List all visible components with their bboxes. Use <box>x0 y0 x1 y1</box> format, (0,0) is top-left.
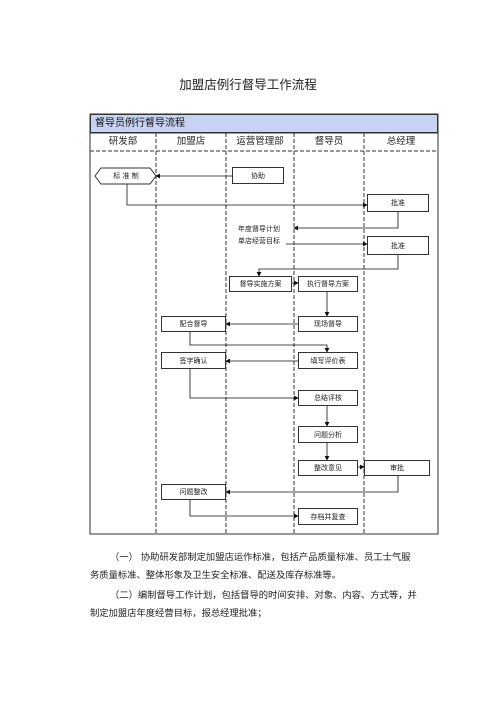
paragraph-1-line-2: 务质量标准、整体形象及卫生安全标准、配送及库存标准等。 <box>90 570 342 581</box>
node-approve-2: 批准 <box>367 236 429 255</box>
paragraph-1: （一） 协助研发部制定加盟店运作标准，包括产品质量标准、员工士气服 务质量标准、… <box>90 549 446 585</box>
lane-operations: 运营管理部 <box>236 136 284 147</box>
node-annual-plan: 年度督导计划 单店经营目标 <box>232 219 286 251</box>
node-problem-rectify: 问题整改 <box>161 484 226 500</box>
node-standard: 标 准 制 <box>113 172 139 180</box>
flowchart-lines <box>89 113 439 535</box>
node-archive: 存档并复查 <box>298 508 358 525</box>
plan-line-1: 年度督导计划 <box>238 225 280 233</box>
node-onsite: 现场督导 <box>298 316 358 332</box>
plan-line-2: 单店经营目标 <box>238 237 280 245</box>
node-sign-confirm: 签字确认 <box>161 352 226 369</box>
lane-gm: 总经理 <box>386 136 416 147</box>
node-review: 审批 <box>364 460 430 476</box>
node-implement-plan: 督导实施方案 <box>229 276 292 292</box>
document-title: 加盟店例行督导工作流程 <box>179 77 317 92</box>
node-approve-1: 批准 <box>367 194 429 212</box>
node-execute-plan: 执行督导方案 <box>298 276 358 292</box>
paragraph-1-line-1: （一） 协助研发部制定加盟店运作标准，包括产品质量标准、员工士气服 <box>110 552 411 563</box>
node-assist: 协助 <box>232 167 284 184</box>
node-fill-form: 填写评价表 <box>298 352 358 369</box>
paragraph-2: （二）编制督导工作计划，包括督导的时间安排、对象、内容、方式等，并 制定加盟店年… <box>90 587 446 623</box>
lane-franchise: 加盟店 <box>176 136 206 147</box>
flowchart-header: 督导员例行督导流程 <box>90 114 438 133</box>
node-rectify-opinion: 整改意见 <box>298 460 358 476</box>
lane-supervisor: 督导员 <box>314 136 344 147</box>
standard-shape <box>94 167 157 185</box>
node-summary: 总结评核 <box>298 390 358 406</box>
paragraph-2-line-1: （二）编制督导工作计划，包括督导的时间安排、对象、内容、方式等，并 <box>110 590 417 601</box>
node-problem-analysis: 问题分析 <box>298 426 358 443</box>
flowchart: 督导员例行督导流程 研发部 加盟店 运营管理部 督导员 总经理 标 准 制 协助… <box>89 113 439 535</box>
node-cooperate: 配合督导 <box>161 316 226 332</box>
lane-rd: 研发部 <box>108 136 138 147</box>
paragraph-2-line-2: 制定加盟店年度经营目标，报总经理批准； <box>90 608 267 619</box>
